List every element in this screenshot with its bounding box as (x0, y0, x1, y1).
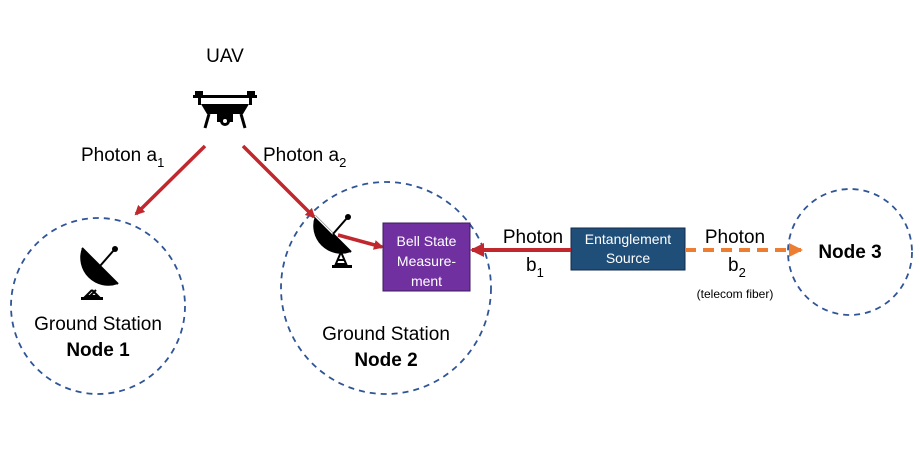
photon-a1-label: Photon a1 (81, 145, 164, 170)
photon-a1-arrow (134, 144, 207, 216)
node2-boundary (280, 181, 492, 395)
drone-icon (193, 91, 257, 129)
photon-b1-symbol: b1 (526, 255, 544, 280)
photon-b1-word: Photon (503, 227, 563, 248)
photon-a2-arrow (241, 144, 316, 219)
node1-ground-station-label: Ground Station (34, 314, 162, 335)
photon-b2-word: Photon (705, 227, 765, 248)
node3-name-label: Node 3 (818, 242, 881, 263)
dish-to-bsm-arrow (337, 233, 384, 250)
photon-a2-label: Photon a2 (263, 145, 346, 170)
uav-label: UAV (206, 46, 244, 67)
node1-name-label: Node 1 (66, 340, 130, 361)
bsm-line-1: Bell State (397, 233, 457, 249)
telecom-fiber-note: (telecom fiber) (697, 287, 774, 301)
node3-boundary (787, 188, 913, 316)
node1-boundary (10, 217, 186, 395)
bsm-line-3: ment (411, 273, 442, 289)
bell-state-measurement-box (382, 222, 471, 292)
source-line-1: Entanglement (585, 231, 672, 247)
source-line-2: Source (606, 250, 651, 266)
bsm-line-2: Measure- (397, 253, 456, 269)
node2-name-label: Node 2 (354, 350, 417, 371)
satellite-dish-icon (313, 214, 352, 268)
node2-ground-station-label: Ground Station (322, 324, 450, 345)
satellite-dish-icon (80, 246, 119, 300)
photon-b2-symbol: b2 (728, 255, 746, 280)
